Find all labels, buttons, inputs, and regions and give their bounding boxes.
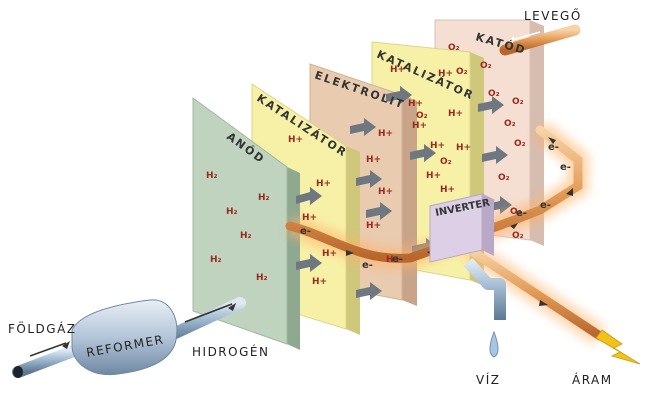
electron-symbol: e- (300, 226, 311, 237)
ion-arrow (482, 146, 508, 164)
ion-arrow (296, 187, 322, 205)
electron-symbol: e- (362, 260, 373, 271)
o2-symbol: O₂ (510, 207, 522, 217)
o2-symbol: O₂ (480, 61, 492, 71)
h-ion-symbol: H+ (386, 255, 401, 265)
h-ion-symbol: H+ (322, 249, 337, 259)
h-ion-symbol: H+ (378, 129, 393, 139)
h-ion-symbol: H+ (448, 109, 463, 119)
lightning-icon (595, 329, 641, 365)
h-ion-symbol: H+ (312, 277, 327, 287)
ion-arrow (410, 144, 436, 162)
h-ion-symbol: H+ (456, 143, 471, 153)
o2-symbol: O₂ (456, 67, 468, 77)
oxygen-molecules: O₂ O₂ O₂ O₂ O₂ O₂ O₂ O₂ O₂ O₂ O₂ O₂ (416, 43, 526, 241)
h2-symbol: H₂ (240, 231, 252, 241)
ion-arrow (366, 202, 392, 220)
ion-arrow (478, 96, 504, 114)
electron-symbol: e- (516, 208, 527, 219)
water-outlet (463, 257, 506, 358)
ion-arrow (296, 254, 322, 272)
o2-symbol: O₂ (498, 173, 510, 183)
o2-symbol: O₂ (440, 157, 452, 167)
water-label: VÍZ (476, 372, 500, 387)
h2-symbol: H₂ (258, 193, 270, 203)
hydrogen-ions: H+ H+ H+ H+ H+ H+ H+ H+ H+ H+ H+ H+ H+ H… (288, 65, 471, 287)
h-ion-symbol: H+ (302, 213, 317, 223)
h-ion-symbol: H+ (426, 171, 441, 181)
electron-symbol: e- (560, 162, 571, 173)
o2-symbol: O₂ (448, 43, 460, 53)
h-ion-symbol: H+ (366, 155, 381, 165)
h-ion-symbol: H+ (316, 179, 331, 189)
ion-arrow (386, 86, 412, 104)
air-inlet (499, 24, 581, 56)
h2-symbol: H₂ (206, 171, 218, 181)
o2-symbol: O₂ (512, 231, 524, 241)
electron-symbol: e- (392, 254, 403, 265)
h-ion-symbol: H+ (408, 99, 423, 109)
o2-symbol: O₂ (512, 97, 524, 107)
air-label: LEVEGŐ (524, 8, 582, 23)
h-ion-symbol: H+ (438, 69, 453, 79)
h-ion-symbol: H+ (378, 187, 393, 197)
electron-symbol: e- (548, 142, 559, 153)
electron-symbol: e- (540, 200, 551, 211)
h-ion-symbol: H+ (390, 65, 405, 75)
h2-symbol: H₂ (210, 255, 222, 265)
o2-symbol: O₂ (514, 139, 526, 149)
reformer-assembly: REFORMER (12, 297, 246, 378)
h-ion-symbol: H+ (366, 221, 381, 231)
ion-arrow (350, 118, 376, 136)
h-ion-symbol: H+ (440, 185, 455, 195)
current-label: ÁRAM (572, 372, 613, 387)
h-ion-symbol: H+ (288, 135, 303, 145)
anode-plate (192, 97, 288, 345)
h-ion-symbol: H+ (412, 121, 427, 131)
ion-arrow (356, 170, 382, 188)
o2-symbol: O₂ (416, 111, 428, 121)
water-drop-icon (489, 330, 499, 358)
natural-gas-label: FÖLDGÁZ (8, 320, 77, 336)
ion-arrow (356, 282, 382, 300)
o2-symbol: O₂ (488, 89, 500, 99)
h-ion-symbol: H+ (430, 141, 445, 151)
inverter: INVERTER (428, 193, 496, 263)
hydrogen-label: HIDROGÉN (192, 344, 269, 359)
hydrogen-molecules: H₂ H₂ H₂ H₂ H₂ H₂ (206, 171, 270, 283)
h2-symbol: H₂ (226, 207, 238, 217)
electron-labels: e- e- e- e- e- e- e- (300, 142, 571, 271)
h2-symbol: H₂ (256, 273, 268, 283)
o2-symbol: O₂ (504, 119, 516, 129)
anode-side (287, 167, 300, 350)
